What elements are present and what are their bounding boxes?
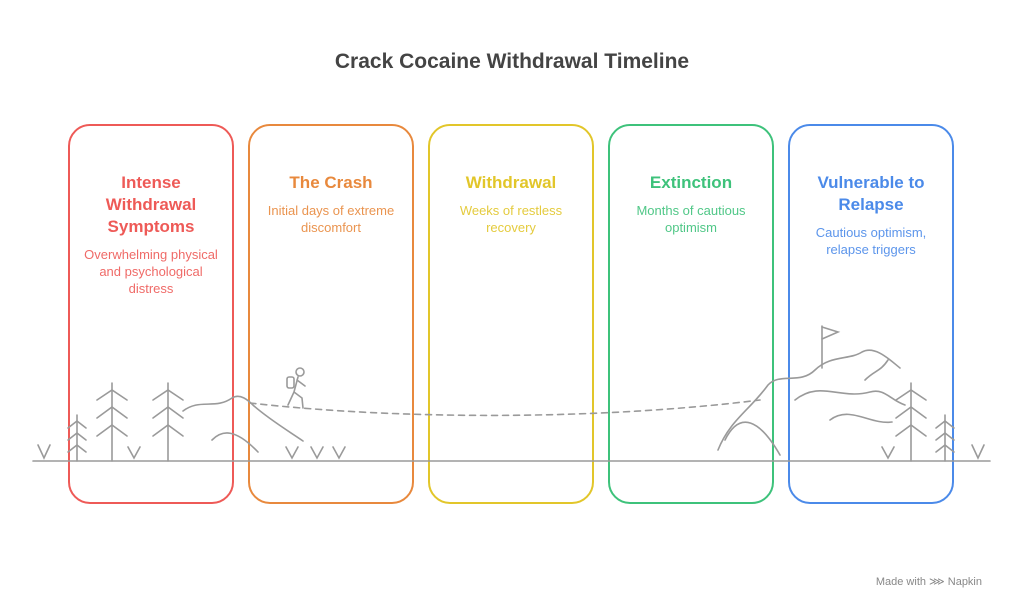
stage-heading: The Crash bbox=[289, 173, 373, 192]
stage-description: Cautious optimism, relapse triggers bbox=[815, 225, 927, 257]
stage-description: Overwhelming physical and psychological … bbox=[84, 247, 218, 296]
napkin-credit[interactable]: Made with ⋙ Napkin bbox=[875, 576, 982, 588]
stage-heading: Withdrawal bbox=[465, 173, 557, 192]
dashed-path bbox=[249, 399, 761, 417]
stage-description: Months of cautious optimism bbox=[636, 203, 746, 235]
tree-icon bbox=[152, 382, 184, 462]
tree-icon bbox=[96, 382, 128, 462]
diagram-title: Crack Cocaine Withdrawal Timeline bbox=[334, 50, 690, 73]
flag-icon bbox=[821, 325, 841, 369]
stage-description: Weeks of restless recovery bbox=[459, 203, 563, 235]
stage-heading: Vulnerable to Relapse bbox=[817, 173, 925, 214]
grass-icon bbox=[37, 444, 985, 460]
left-hill bbox=[182, 395, 304, 453]
tree-icon bbox=[935, 414, 955, 462]
stage-heading: Intense Withdrawal Symptoms bbox=[105, 173, 197, 236]
stage-heading: Extinction bbox=[649, 173, 733, 192]
tree-icon bbox=[895, 382, 927, 462]
tree-icon bbox=[67, 414, 87, 462]
stage-description: Initial days of extreme discomfort bbox=[267, 203, 395, 235]
right-mountain bbox=[717, 349, 906, 456]
hiker-icon bbox=[286, 367, 306, 409]
